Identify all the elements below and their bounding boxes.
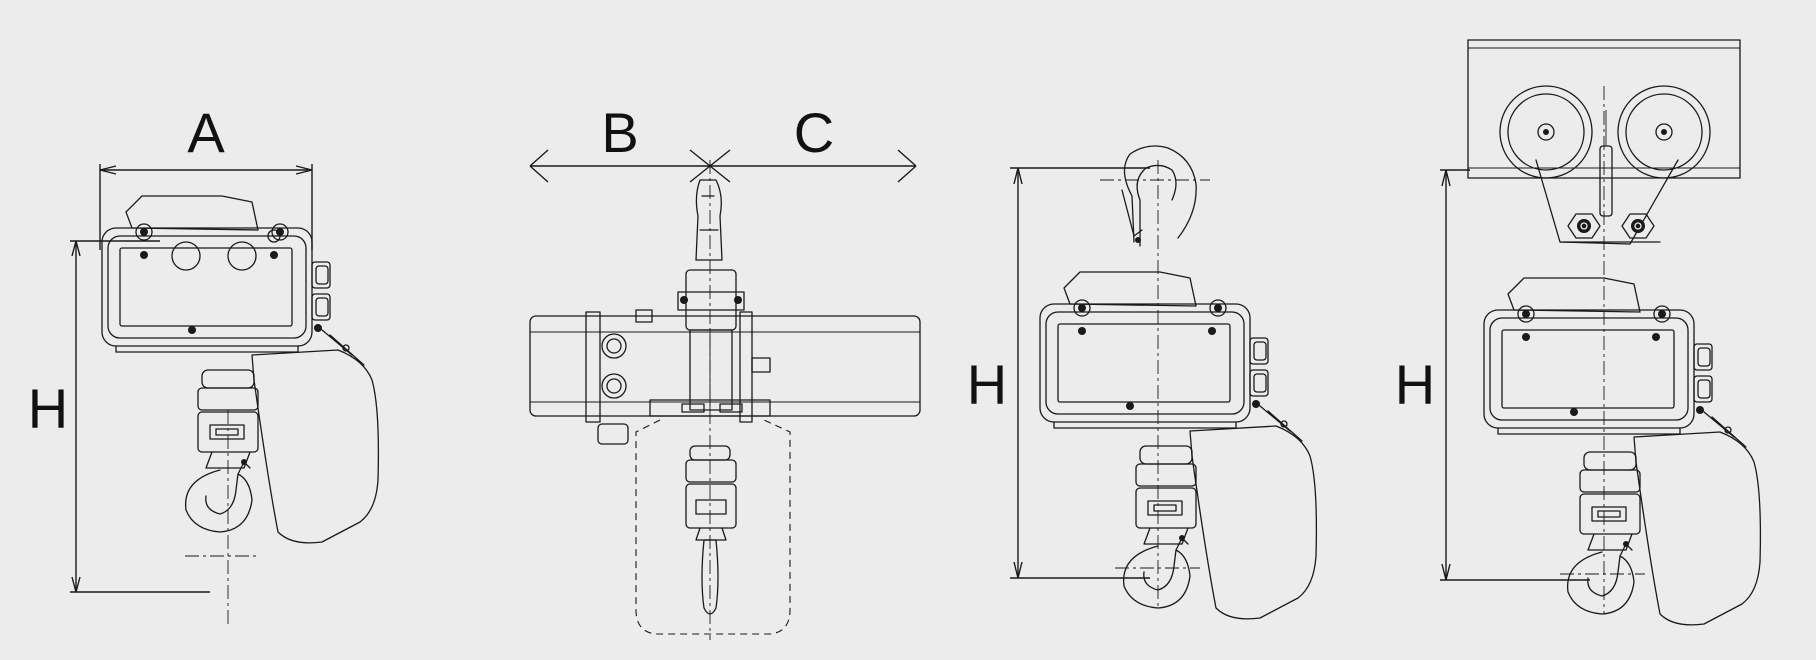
dim-label-h-2: H (967, 353, 1007, 416)
front-view-trolley: H (1395, 39, 1762, 626)
front-view-fixed: A H (28, 101, 380, 625)
dim-label-h-1: H (28, 377, 68, 440)
front-view-hook-mount: H (967, 145, 1318, 620)
dim-label-h-3: H (1395, 353, 1435, 416)
dim-label-a: A (187, 101, 225, 164)
side-view: B C (529, 101, 921, 640)
dim-label-c: C (794, 101, 834, 164)
dim-label-b: B (601, 101, 638, 164)
